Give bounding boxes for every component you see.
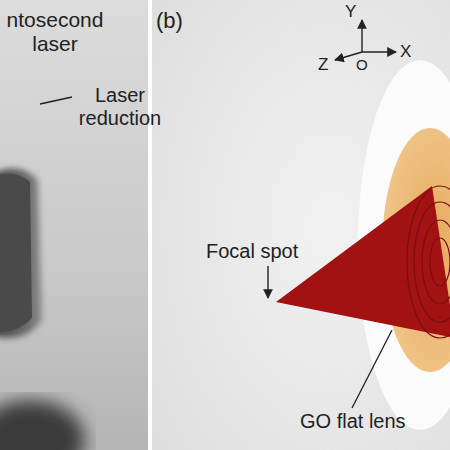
leader-arrow bbox=[267, 266, 268, 298]
objective-body bbox=[0, 174, 32, 332]
label: X bbox=[400, 42, 411, 62]
label: Z bbox=[318, 55, 328, 75]
objective-lens bbox=[0, 169, 42, 338]
focused-beam bbox=[276, 186, 450, 338]
label: ntosecond laser bbox=[0, 8, 116, 56]
leader-line bbox=[40, 97, 72, 104]
label: (b) bbox=[156, 8, 183, 33]
label: O bbox=[356, 56, 368, 73]
axes bbox=[335, 20, 396, 60]
leader-line bbox=[352, 330, 392, 408]
sample-shadow bbox=[0, 400, 85, 450]
label: GO flat lens bbox=[300, 410, 406, 433]
panel-separator bbox=[148, 0, 152, 450]
lens-zones bbox=[407, 186, 450, 338]
label: Focal spot bbox=[206, 240, 298, 263]
label: Y bbox=[345, 2, 356, 22]
label: Laser reduction bbox=[72, 84, 168, 130]
